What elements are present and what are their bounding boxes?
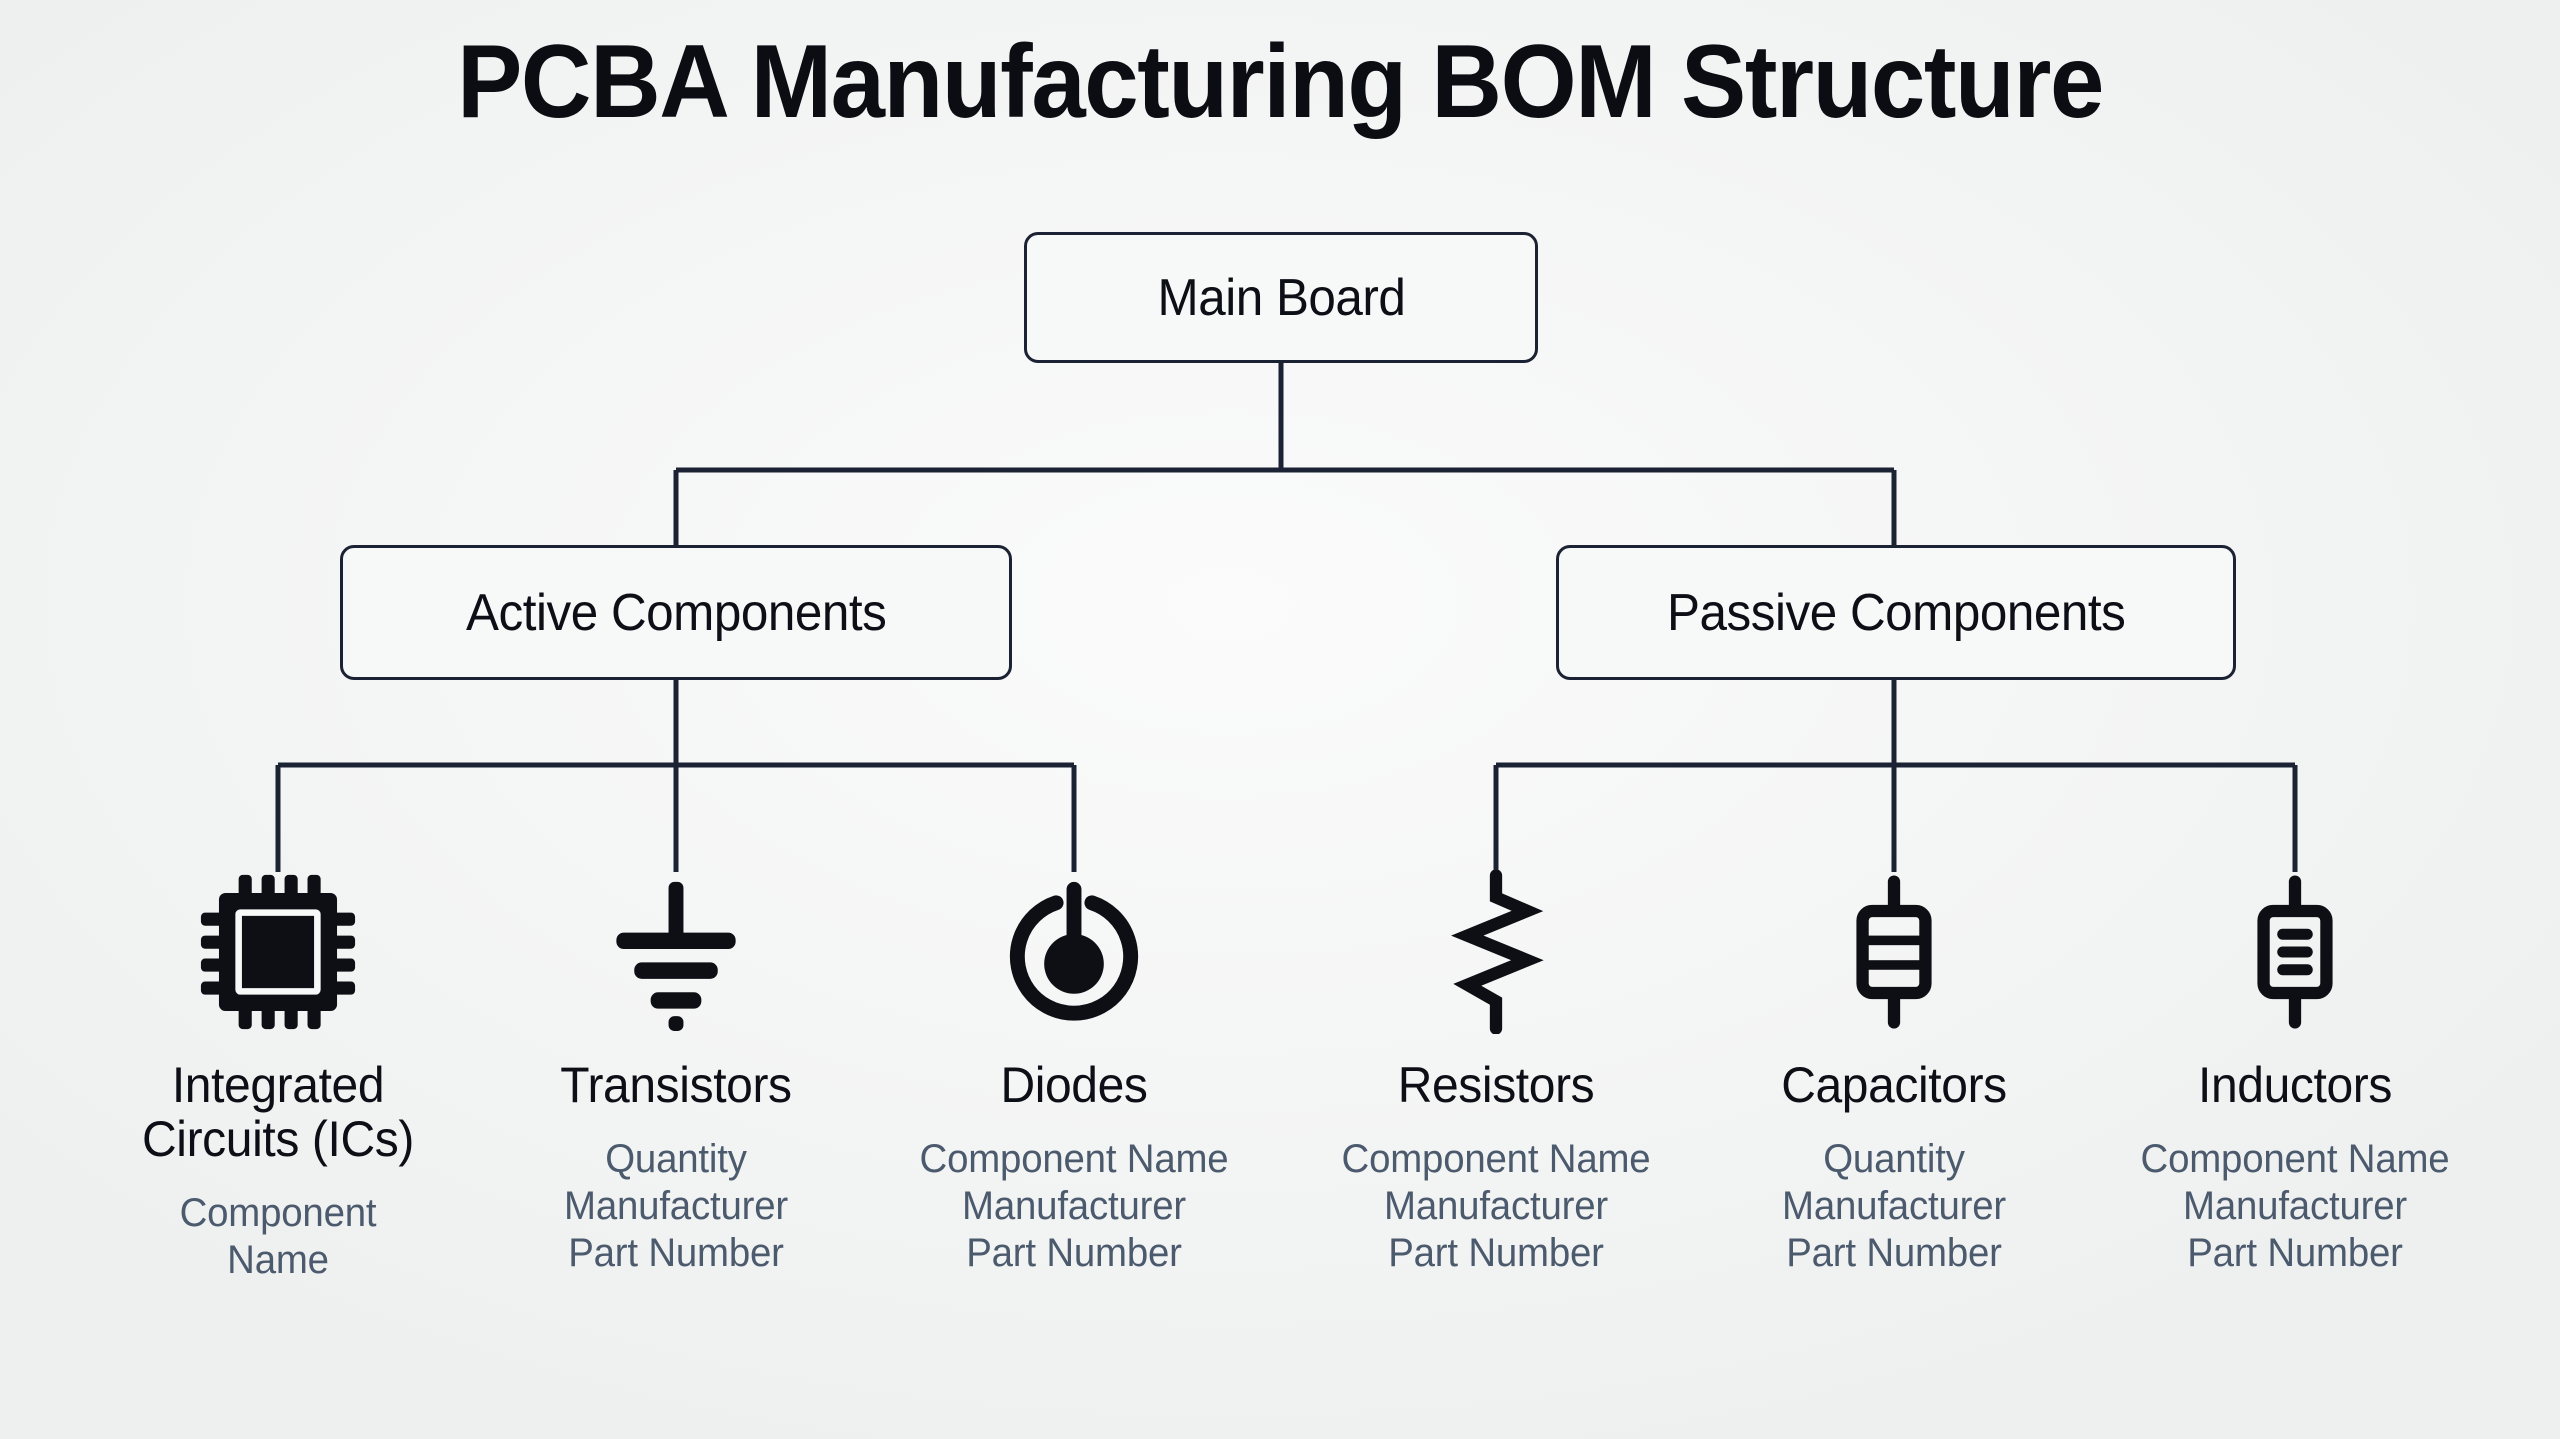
leaf-title-line-1: Diodes (1000, 1057, 1148, 1113)
field-item: Name (227, 1238, 329, 1283)
leaf-capacitors[interactable]: Capacitors Quantity Manufacturer Part Nu… (1679, 872, 2109, 1278)
field-item: Component (179, 1191, 377, 1235)
field-item: Manufacturer (2183, 1184, 2407, 1229)
leaf-capacitors-fields: Quantity Manufacturer Part Number (1688, 1136, 2101, 1278)
node-main-board-label: Main Board (1157, 268, 1405, 327)
node-passive-components[interactable]: Passive Components (1556, 545, 2236, 680)
leaf-resistors-title: Resistors (1290, 1058, 1703, 1112)
field-item: Quantity (1823, 1137, 1965, 1181)
leaf-resistors-fields: Component Name Manufacturer Part Number (1290, 1136, 1703, 1278)
field-item: Part Number (568, 1231, 784, 1276)
leaf-title-line-1: Transistors (560, 1057, 792, 1113)
leaf-title-line-1: Integrated (171, 1057, 385, 1113)
leaf-transistors-fields: Quantity Manufacturer Part Number (470, 1136, 883, 1278)
leaf-title-line-2: Circuits (ICs) (142, 1111, 414, 1167)
field-item: Manufacturer (1384, 1184, 1608, 1229)
resistor-zigzag-icon (1451, 870, 1544, 1034)
node-passive-components-label: Passive Components (1666, 583, 2126, 642)
field-item: Manufacturer (564, 1184, 788, 1229)
field-item: Part Number (2187, 1231, 2403, 1276)
leaf-diodes-title: Diodes (868, 1058, 1281, 1112)
capacitor-icon-wrap (1679, 872, 2109, 1032)
leaf-capacitors-title: Capacitors (1688, 1058, 2101, 1112)
leaf-integrated-circuits-title: Integrated Circuits (ICs) (72, 1058, 485, 1166)
leaf-resistors[interactable]: Resistors Component Name Manufacturer Pa… (1281, 870, 1711, 1278)
inductor-icon (2257, 875, 2333, 1029)
node-active-components[interactable]: Active Components (340, 545, 1012, 680)
field-item: Manufacturer (1782, 1184, 2006, 1229)
leaf-diodes-fields: Component Name Manufacturer Part Number (868, 1136, 1281, 1278)
leaf-inductors[interactable]: Inductors Component Name Manufacturer Pa… (2080, 872, 2510, 1278)
field-item: Component Name (2140, 1137, 2450, 1181)
leaf-diodes[interactable]: Diodes Component Name Manufacturer Part … (859, 872, 1289, 1278)
field-item: Component Name (1341, 1137, 1651, 1181)
ic-chip-icon (200, 874, 356, 1030)
leaf-transistors-title: Transistors (470, 1058, 883, 1112)
diode-circle-icon-wrap (859, 872, 1289, 1032)
inductor-icon-wrap (2080, 872, 2510, 1032)
ground-symbol-icon (616, 881, 736, 1032)
field-item: Part Number (966, 1231, 1182, 1276)
diode-circle-icon (1009, 881, 1139, 1021)
field-item: Part Number (1786, 1231, 2002, 1276)
capacitor-icon (1856, 875, 1932, 1029)
leaf-integrated-circuits[interactable]: Integrated Circuits (ICs) Component Name (63, 872, 493, 1284)
leaf-title-line-1: Resistors (1397, 1057, 1595, 1113)
resistor-zigzag-icon-wrap (1281, 870, 1711, 1034)
leaf-title-line-1: Inductors (2197, 1057, 2392, 1113)
field-item: Manufacturer (962, 1184, 1186, 1229)
leaf-inductors-fields: Component Name Manufacturer Part Number (2089, 1136, 2502, 1278)
node-main-board[interactable]: Main Board (1024, 232, 1538, 363)
field-item: Part Number (1388, 1231, 1604, 1276)
leaf-title-line-1: Capacitors (1781, 1057, 2007, 1113)
field-item: Component Name (919, 1137, 1229, 1181)
node-active-components-label: Active Components (465, 583, 887, 642)
leaf-inductors-title: Inductors (2089, 1058, 2502, 1112)
ic-chip-icon-wrap (63, 872, 493, 1032)
page-title: PCBA Manufacturing BOM Structure (457, 24, 2104, 140)
leaf-integrated-circuits-fields: Component Name (72, 1190, 485, 1284)
field-item: Quantity (605, 1137, 747, 1181)
leaf-transistors[interactable]: Transistors Quantity Manufacturer Part N… (461, 872, 891, 1278)
ground-symbol-icon-wrap (461, 872, 891, 1032)
